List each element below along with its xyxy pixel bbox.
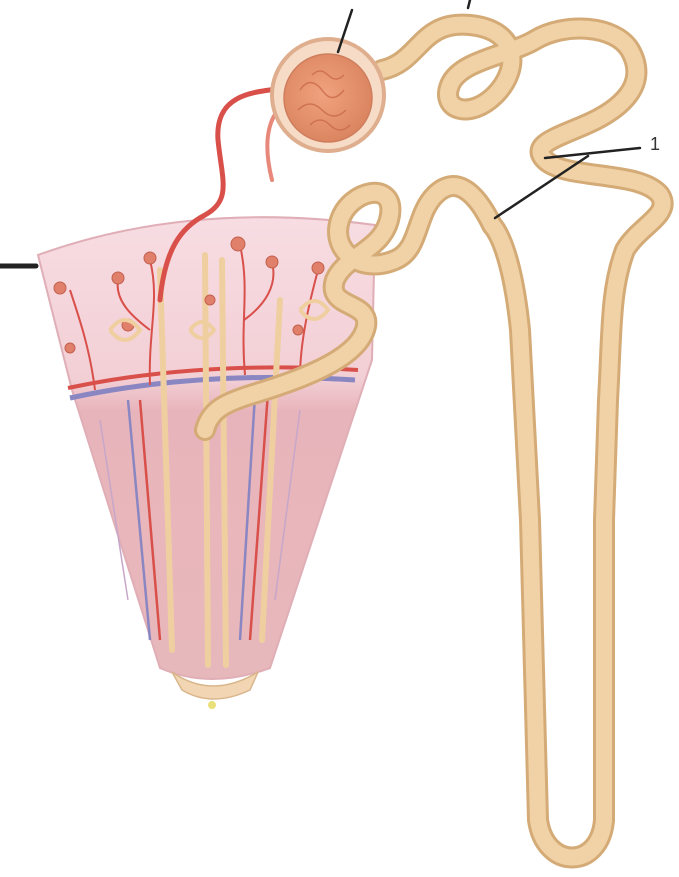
leader-line-top-right <box>468 0 470 8</box>
loop-of-henle <box>492 225 604 858</box>
glomerulus <box>284 54 372 142</box>
renal-corpuscle <box>272 39 384 151</box>
label-stub-right: 1 <box>650 134 660 154</box>
papilla-opening <box>208 701 216 709</box>
leader-line-tubule-a <box>545 148 640 158</box>
